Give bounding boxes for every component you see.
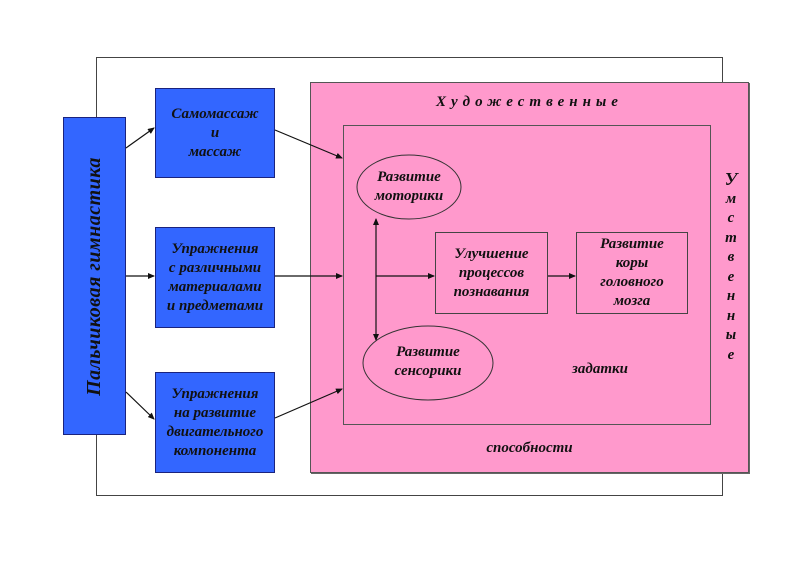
method-box-materials: Упражнения с различными материалами и пр…: [155, 227, 275, 328]
motor-ellipse: [356, 154, 462, 220]
method-box-massage: Самомассаж и массаж: [155, 88, 275, 178]
mental-letter: с: [727, 210, 735, 226]
finger-gymnastics-box: Пальчиковая гимнастика: [63, 117, 126, 435]
inclinations-frame: [343, 125, 711, 425]
mental-letter: У: [724, 169, 738, 189]
cognition-box: Улучшение процессов познавания: [435, 232, 548, 314]
cortex-box: Развитие коры головного мозга: [576, 232, 688, 314]
artistic-label: Художественные: [436, 94, 623, 110]
sensor-label: Развитие сенсорики: [394, 344, 462, 379]
abilities-area: [310, 82, 749, 473]
mental-letter: ы: [725, 327, 737, 343]
abilities-label: способности: [486, 440, 573, 456]
inclinations-label: задатки: [572, 361, 628, 377]
motor-label: Развитие моторики: [374, 169, 444, 204]
mental-letter: е: [727, 346, 735, 363]
sensor-ellipse: [362, 325, 494, 401]
mental-letter: н: [726, 307, 736, 324]
mental-label: У м с т в е н н ы е: [716, 169, 746, 365]
mental-letter: в: [727, 249, 735, 265]
mental-letter: м: [725, 190, 737, 207]
arrow-left-to-massage: [125, 127, 155, 149]
arrow-left-to-motor-component: [125, 391, 155, 420]
method-box-motor-component: Упражнения на развитие двигательного ком…: [155, 372, 275, 473]
mental-letter: е: [727, 268, 735, 285]
mental-letter: н: [726, 288, 736, 304]
mental-letter: т: [725, 229, 737, 246]
arrow-massage-to-inner: [274, 129, 343, 159]
arrow-motor-component-to-inner: [274, 388, 343, 419]
